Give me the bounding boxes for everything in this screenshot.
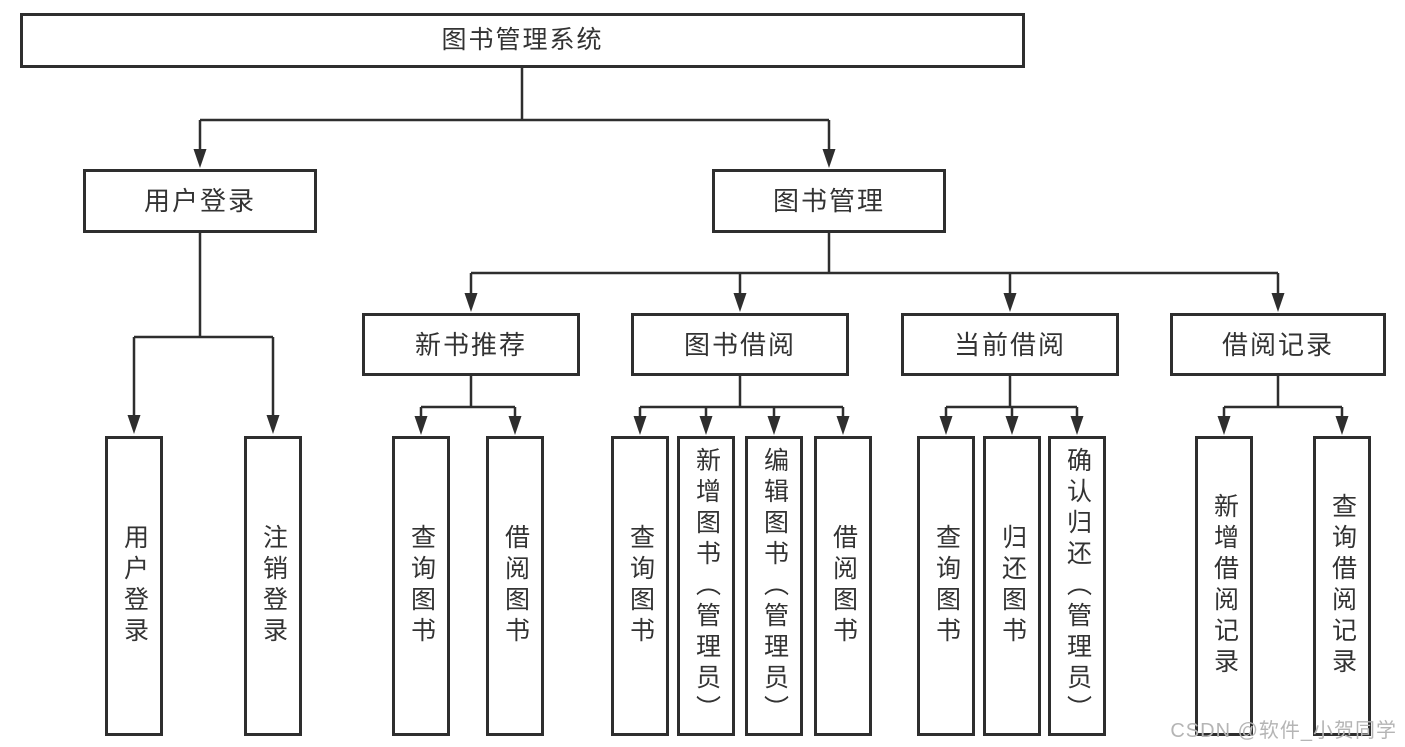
leaf-user-login: 用户登录 [105, 436, 163, 736]
leaf-label: 新增借阅记录 [1210, 493, 1239, 679]
leaf-label: 查询借阅记录 [1328, 493, 1357, 679]
connector-bookmgmt-to-level3 [469, 233, 1280, 299]
leaf-edit-books-admin: 编辑图书（管理员） [745, 436, 803, 736]
node-label: 借阅记录 [1221, 329, 1334, 360]
node-user-login-branch: 用户登录 [83, 169, 317, 233]
leaf-label: 新增图书（管理员） [692, 446, 721, 726]
node-label: 用户登录 [143, 186, 256, 216]
arrowhead-icon [1217, 416, 1231, 435]
leaf-borrow-books-1: 借阅图书 [486, 436, 544, 736]
node-new-book-recommend: 新书推荐 [362, 313, 580, 376]
arrowhead-icon [266, 415, 280, 434]
leaf-label: 查询图书 [932, 524, 961, 648]
leaf-add-books-admin: 新增图书（管理员） [677, 436, 735, 736]
node-label: 图书借阅 [683, 329, 796, 360]
connector-newbookrec-to-leaves [419, 376, 517, 422]
node-borrow-records: 借阅记录 [1170, 313, 1386, 376]
arrowhead-icon [193, 149, 207, 168]
leaf-query-books-2: 查询图书 [611, 436, 669, 736]
leaf-label: 编辑图书（管理员） [760, 446, 789, 726]
arrowhead-icon [836, 416, 850, 435]
leaf-query-borrow-record: 查询借阅记录 [1313, 436, 1371, 736]
arrowhead-icon [1070, 416, 1084, 435]
node-book-management: 图书管理 [712, 169, 946, 233]
watermark: CSDN @软件_小贺同学 [1170, 720, 1397, 742]
arrowhead-icon [822, 149, 836, 168]
leaf-add-borrow-record: 新增借阅记录 [1195, 436, 1253, 736]
connector-bookborrow-to-leaves [638, 376, 845, 422]
arrowhead-icon [633, 416, 647, 435]
leaf-label: 查询图书 [626, 524, 655, 648]
node-label: 当前借阅 [953, 329, 1066, 360]
connector-borrowrecords-to-leaves [1222, 376, 1344, 422]
leaf-confirm-return-admin: 确认归还（管理员） [1048, 436, 1106, 736]
connector-currentborrow-to-leaves [944, 376, 1079, 422]
connector-userlogin-to-leaves [132, 233, 275, 421]
leaf-label: 注销登录 [259, 524, 288, 648]
arrowhead-icon [733, 293, 747, 312]
leaf-logout: 注销登录 [244, 436, 302, 736]
arrowhead-icon [1335, 416, 1349, 435]
node-label: 图书管理 [772, 186, 885, 216]
arrowhead-icon [699, 416, 713, 435]
arrowhead-icon [767, 416, 781, 435]
node-current-borrow: 当前借阅 [901, 313, 1119, 376]
leaf-query-books-3: 查询图书 [917, 436, 975, 736]
arrowhead-icon [464, 293, 478, 312]
leaf-label: 借阅图书 [501, 524, 530, 648]
arrowhead-icon [1003, 293, 1017, 312]
arrowhead-icon [414, 416, 428, 435]
arrowhead-icon [127, 415, 141, 434]
arrowhead-icon [508, 416, 522, 435]
leaf-label: 用户登录 [120, 524, 149, 648]
arrowheads [127, 149, 1349, 435]
node-label: 图书管理系统 [441, 26, 604, 54]
arrowhead-icon [1271, 293, 1285, 312]
leaf-borrow-books-2: 借阅图书 [814, 436, 872, 736]
leaf-query-books-1: 查询图书 [392, 436, 450, 736]
node-book-borrow: 图书借阅 [631, 313, 849, 376]
leaf-return-books: 归还图书 [983, 436, 1041, 736]
leaf-label: 归还图书 [998, 524, 1027, 648]
node-system-root: 图书管理系统 [20, 13, 1025, 68]
leaf-label: 确认归还（管理员） [1063, 446, 1092, 726]
arrowhead-icon [939, 416, 953, 435]
leaf-label: 查询图书 [407, 524, 436, 648]
arrowhead-icon [1005, 416, 1019, 435]
leaf-label: 借阅图书 [829, 524, 858, 648]
connector-root-to-level2 [198, 68, 831, 155]
node-label: 新书推荐 [414, 329, 527, 360]
